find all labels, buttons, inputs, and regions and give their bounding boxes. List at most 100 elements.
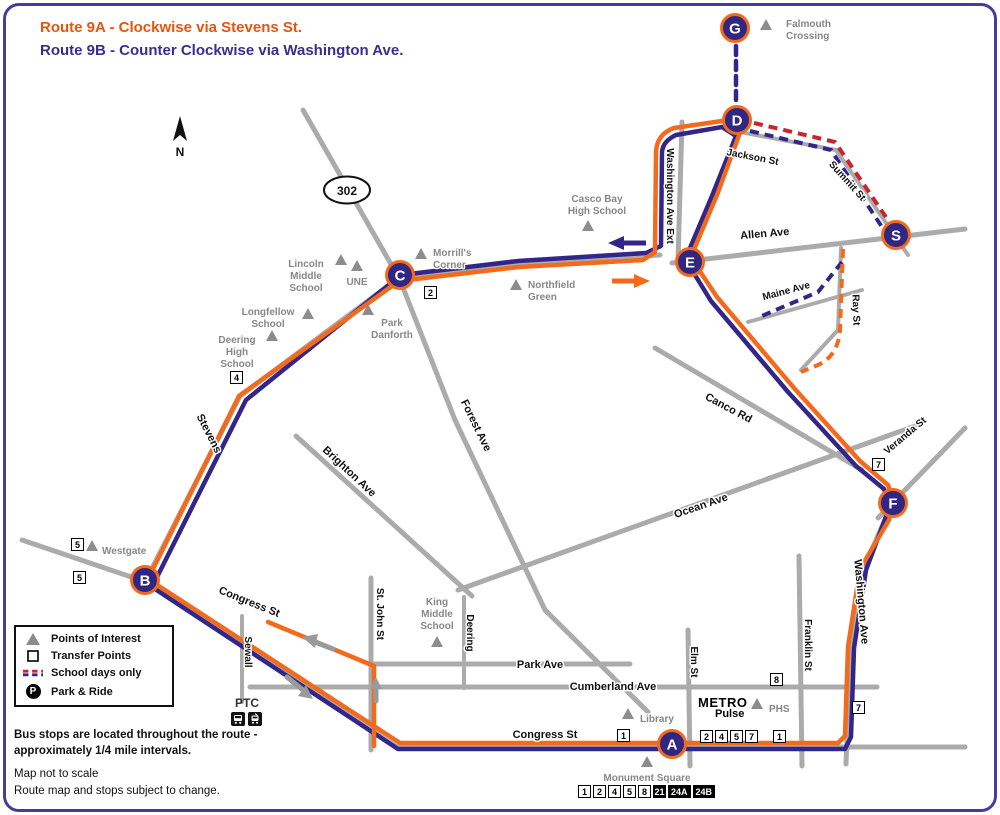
bus-stop-note-line1: Bus stops are located throughout the rou…: [14, 729, 258, 741]
poi-falmouth-label2: Crossing: [786, 31, 829, 42]
school-line-maine-ave: [756, 260, 844, 320]
poi-phs-icon: [751, 698, 763, 709]
poi-deering-high-label3: School: [220, 359, 254, 370]
legend-school-label: School days only: [51, 667, 142, 679]
monument-route-24a: 24A: [668, 785, 691, 798]
poi-markers: [86, 19, 772, 767]
gray-arrow-se-line: [284, 674, 306, 693]
stop-A-label: A: [667, 737, 678, 754]
monument-route-24b: 24B: [692, 785, 716, 798]
stop-F: F: [878, 488, 908, 518]
legend-park-label: Park & Ride: [51, 685, 113, 698]
poi-une-label: UNE: [346, 277, 367, 288]
north-label: N: [176, 145, 185, 159]
poi-deering-high-label2: High: [226, 347, 248, 358]
route-9a-line: [145, 118, 897, 746]
route-shield-302: 302: [323, 175, 371, 205]
route-9a-title: Route 9A - Clockwise via Stevens St.: [40, 19, 303, 36]
street-washington-ext: Washington Ave Ext: [664, 148, 675, 244]
poi-deering-high-icon: [266, 330, 278, 341]
road-allen-ave: [669, 226, 968, 266]
school-line-jackson-summit-red: [753, 121, 894, 228]
disclaimer-line1: Map not to scale: [14, 768, 99, 780]
poi-park-danforth-label2: Danforth: [371, 330, 413, 341]
monument-route-1: 1: [578, 785, 591, 798]
legend-park-ride: P Park & Ride: [23, 684, 165, 699]
stop-D: D: [722, 105, 752, 135]
poi-labels: Falmouth Crossing Casco Bay High School …: [101, 18, 833, 786]
stop-B-label: B: [140, 573, 151, 590]
park-symbol: P: [25, 684, 41, 699]
stop-C: C: [385, 260, 415, 290]
school-day-lines: [733, 43, 894, 374]
pulse-route-5: 5: [730, 730, 743, 743]
map-title: Route 9A - Clockwise via Stevens St. Rou…: [40, 16, 403, 63]
poi-lincoln-label3: School: [289, 283, 323, 294]
stop-E-label: E: [685, 255, 695, 272]
transfer-square-icon: [23, 650, 43, 662]
poi-westgate-label: Westgate: [102, 546, 147, 557]
poi-lincoln-icon: [335, 254, 347, 265]
poi-lincoln-label: Lincoln: [288, 259, 324, 270]
poi-king-label2: Middle: [421, 609, 453, 620]
poi-monument-label: Monument Square: [603, 773, 691, 784]
transfer-point-1-pulse: 1: [773, 730, 786, 743]
pulse-route-4: 4: [715, 730, 728, 743]
poi-longfellow-icon: [302, 308, 314, 319]
pulse-transfer-row: 2 4 5 7: [700, 730, 758, 743]
poi-park-danforth-icon: [362, 304, 374, 315]
gray-arrow-nw-icon: [302, 634, 318, 648]
monument-route-4: 4: [608, 785, 621, 798]
street-st-john: St. John St: [374, 588, 385, 641]
legend-transfer-label: Transfer Points: [51, 650, 132, 662]
north-arrow-icon: [173, 116, 187, 141]
monument-square-transfer-row: 1 2 4 5 8 21 24A 24B: [578, 785, 716, 798]
monument-route-2: 2: [593, 785, 606, 798]
road-canco-rd: [652, 345, 865, 473]
monument-route-21: 21: [653, 785, 666, 798]
poi-morrills-label2: Corner: [433, 260, 466, 271]
shield-label: 302: [337, 184, 357, 198]
school-line-ray-st: [800, 248, 845, 374]
street-maine: Maine Ave: [761, 280, 811, 303]
street-ocean: Ocean Ave: [673, 491, 730, 521]
transfer-point-2: 2: [424, 286, 437, 299]
street-cumberland: Cumberland Ave: [570, 681, 657, 693]
westbound-arrow-icon: [608, 236, 624, 250]
park-ride-icon: P: [23, 684, 43, 699]
direction-arrows: [284, 236, 650, 704]
transfer-point-7-washington: 7: [852, 701, 865, 714]
street-jackson: Jackson St: [726, 147, 781, 168]
street-sewall: Sewall: [242, 636, 253, 667]
metro-logo-text: METRO: [698, 695, 748, 710]
transfer-point-5b: 5: [73, 571, 86, 584]
train-icon: [248, 712, 262, 731]
poi-une-icon: [351, 260, 363, 271]
poi-library-label: Library: [640, 714, 674, 725]
transfer-point-8: 8: [770, 673, 783, 686]
ptc-icons: [231, 712, 262, 731]
poi-falmouth-label: Falmouth: [786, 19, 831, 30]
road-franklin-st: [796, 553, 805, 769]
gray-arrow-up-icon: [370, 677, 382, 689]
school-line-jackson-summit-purple: [749, 129, 888, 235]
road-forest-ave: [300, 107, 651, 715]
monument-route-8: 8: [638, 785, 651, 798]
poi-deering-high-label: Deering: [218, 335, 255, 346]
pulse-route-7: 7: [745, 730, 758, 743]
street-canco: Canco Rd: [703, 391, 754, 426]
route-9b-title: Route 9B - Counter Clockwise via Washing…: [40, 42, 404, 60]
poi-king-icon: [431, 636, 443, 647]
transfer-point-5a: 5: [71, 538, 84, 551]
stop-S: S: [881, 220, 911, 250]
shield-oval: [323, 175, 371, 205]
legend-school-days: School days only: [23, 667, 165, 679]
street-franklin: Franklin St: [802, 619, 813, 671]
legend-points-of-interest: Points of Interest: [23, 633, 165, 645]
bus-stop-note: Bus stops are located throughout the rou…: [14, 728, 257, 759]
route-9b-line: [149, 124, 893, 752]
disclaimer-note: Map not to scale Route map and stops sub…: [14, 766, 220, 801]
street-forest: Forest Ave: [458, 398, 493, 454]
